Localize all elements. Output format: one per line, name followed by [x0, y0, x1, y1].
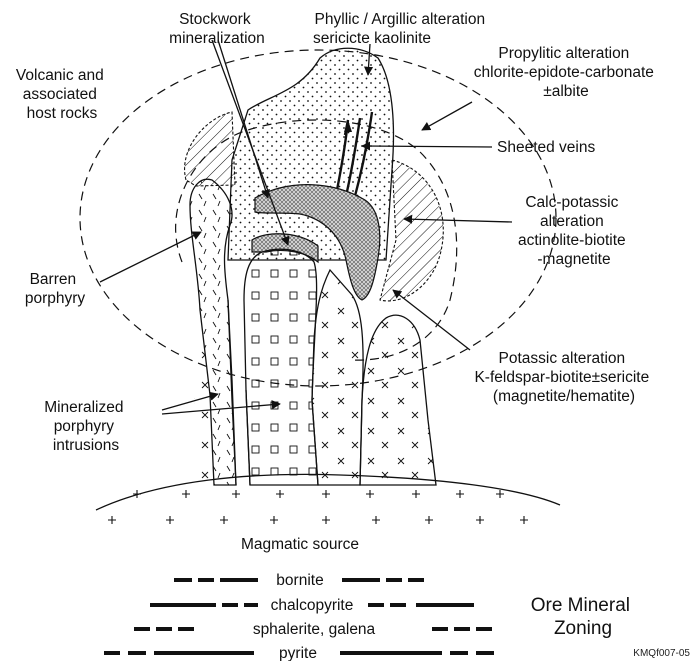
- magmatic-source-label: Magmatic source: [241, 536, 359, 553]
- calc-potassic-left-lobe: [185, 112, 235, 186]
- figure-code: KMQf007-05: [633, 648, 690, 659]
- zoning-label-sphalerite-galena: sphalerite, galena: [253, 621, 376, 638]
- zoning-bornite: bornite: [174, 572, 424, 589]
- zoning-pyrite: pyrite: [104, 645, 494, 661]
- magmatic-source-crosses: [108, 490, 528, 524]
- mineralized-porphyry-squares: [244, 249, 318, 485]
- zoning-sphalerite-galena: sphalerite, galena: [134, 621, 492, 638]
- potassic-label: Potassic alteration K-feldspar-biotite±s…: [474, 350, 653, 405]
- barren-label: Barren porphyry: [25, 271, 86, 307]
- zoning-label-bornite: bornite: [276, 572, 323, 589]
- stockwork-label: Stockwork mineralization: [169, 11, 265, 47]
- zoning-label-chalcopyrite: chalcopyrite: [271, 597, 354, 614]
- sheeted-veins-label: Sheeted veins: [497, 139, 595, 156]
- calc-potassic-label: Calc-potassic alteration actinolite-biot…: [518, 194, 630, 268]
- zoning-label-pyrite: pyrite: [279, 645, 317, 661]
- volcanic-label: Volcanic and associated host rocks: [16, 67, 108, 122]
- outer-porphyry-x: [360, 315, 436, 485]
- barren-arrow: [100, 232, 201, 282]
- ore-mineral-zoning: bornite chalcopyrite sphalerite, galena: [104, 572, 635, 661]
- propylitic-label: Propylitic alteration chlorite-epidote-c…: [474, 45, 658, 100]
- zoning-chalcopyrite: chalcopyrite: [150, 597, 474, 614]
- mineralized-porphyry-x: [312, 270, 363, 485]
- propylitic-arrow: [422, 102, 472, 130]
- mineralized-label: Mineralized porphyry intrusions: [44, 399, 128, 454]
- zoning-title: Ore Mineral Zoning: [531, 595, 636, 639]
- phyllic-label: Phyllic / Argillic alteration sericicte …: [313, 11, 489, 47]
